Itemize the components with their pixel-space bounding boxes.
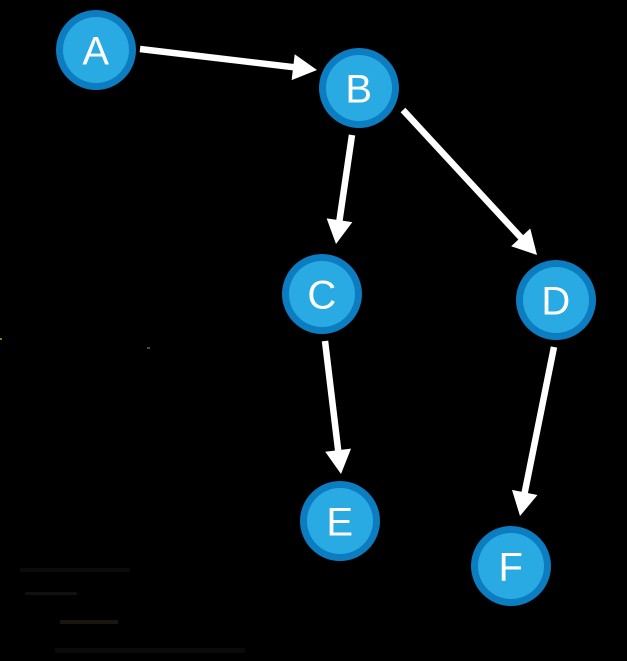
- node-f-label: F: [499, 545, 524, 589]
- node-d-disc: [523, 267, 589, 333]
- node-e-disc: [307, 488, 373, 554]
- graph-node-c[interactable]: C: [282, 254, 362, 334]
- edge-c-e-line: [321, 340, 342, 454]
- graph-node-b[interactable]: B: [319, 48, 399, 128]
- graph-node-f[interactable]: F: [471, 526, 551, 606]
- node-b-disc: [326, 55, 392, 121]
- edge-d-f-line: [520, 346, 558, 497]
- edge-b-c-arrowhead: [326, 218, 353, 244]
- node-a-label: A: [82, 29, 109, 73]
- background-dark-smudge-2: [25, 592, 77, 595]
- edge-b-c-line: [335, 134, 356, 224]
- node-c-disc: [289, 261, 355, 327]
- background-dark-smudge-1: [20, 568, 130, 572]
- edge-b-d-line: [400, 107, 526, 242]
- graph-node-e[interactable]: E: [300, 481, 380, 561]
- edge-d-f-arrowhead: [511, 489, 538, 516]
- edge-c-e-arrowhead: [325, 448, 352, 474]
- graph-node-d[interactable]: D: [516, 260, 596, 340]
- edge-b-d-arrowhead: [511, 228, 537, 255]
- graph-node-a[interactable]: A: [56, 10, 136, 90]
- node-b-label: B: [345, 67, 372, 111]
- node-d-label: D: [541, 279, 570, 323]
- node-e-label: E: [326, 500, 353, 544]
- background-dark-smudge-3: [60, 620, 118, 624]
- background-yellow-speck: [0, 338, 2, 340]
- edge-a-b-arrowhead: [291, 54, 317, 81]
- background-gray-speck: [147, 347, 150, 349]
- node-f-disc: [478, 533, 544, 599]
- node-c-label: C: [307, 273, 336, 317]
- background-dark-smudge-4: [55, 648, 245, 653]
- node-a-disc: [63, 17, 129, 83]
- edge-a-b-line: [139, 45, 297, 71]
